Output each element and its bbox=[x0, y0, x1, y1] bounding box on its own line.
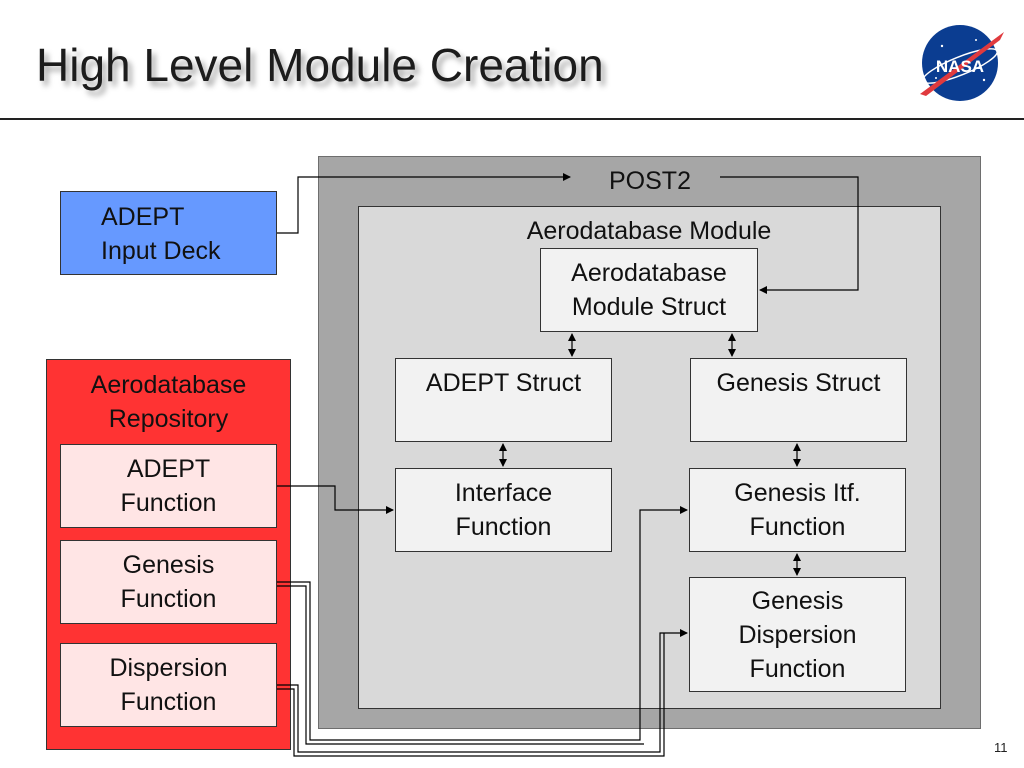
connector-genesis-function-to-itf-outer bbox=[277, 506, 688, 741]
genesis-dispersion-function-box: Genesis Dispersion Function bbox=[689, 577, 906, 692]
repository-item-label: Dispersion Function bbox=[109, 654, 228, 716]
genesis-itf-function-label: Genesis Itf. Function bbox=[734, 479, 861, 541]
adept-struct-label: ADEPT Struct bbox=[425, 369, 582, 397]
genesis-struct-box: Genesis Struct bbox=[690, 358, 907, 442]
connector-adept-function-to-interface bbox=[277, 485, 394, 514]
interface-function-box: Interface Function bbox=[395, 468, 612, 552]
repository-item-label: Genesis Function bbox=[120, 551, 217, 613]
connector-genesis-function-to-itf-inner bbox=[277, 585, 644, 745]
connector-post2-to-module-struct bbox=[720, 176, 859, 294]
genesis-itf-function-box: Genesis Itf. Function bbox=[689, 468, 906, 552]
slide-title: High Level Module Creation bbox=[36, 39, 604, 91]
title-divider bbox=[0, 118, 1024, 120]
adept-input-deck-label: ADEPT Input Deck bbox=[101, 203, 221, 265]
genesis-dispersion-function-label: Genesis Dispersion Function bbox=[738, 587, 857, 683]
repository-item-genesis-function: Genesis Function bbox=[60, 540, 277, 624]
interface-function-label: Interface Function bbox=[454, 479, 553, 541]
connector-input-deck-to-post2 bbox=[277, 173, 571, 234]
repository-item-label: ADEPT Function bbox=[120, 455, 217, 517]
connector-dispersion-to-genesis-dispersion-inner bbox=[277, 633, 665, 757]
adept-struct-box: ADEPT Struct bbox=[395, 358, 612, 442]
aerodatabase-module-label: Aerodatabase Module bbox=[526, 217, 772, 245]
aerodatabase-module-struct-box: Aerodatabase Module Struct bbox=[540, 248, 758, 332]
repository-item-dispersion-function: Dispersion Function bbox=[60, 643, 277, 727]
aerodatabase-module-struct-label: Aerodatabase Module Struct bbox=[571, 259, 727, 321]
post2-label: POST2 bbox=[609, 167, 691, 195]
genesis-struct-label: Genesis Struct bbox=[716, 369, 881, 397]
page-number: 11 bbox=[994, 740, 1008, 755]
svg-text:NASA: NASA bbox=[936, 57, 984, 76]
aerodatabase-repository-label: Aerodatabase Repository bbox=[90, 371, 247, 433]
connector-dispersion-to-genesis-dispersion-outer bbox=[277, 629, 688, 753]
repository-item-adept-function: ADEPT Function bbox=[60, 444, 277, 528]
adept-input-deck-box: ADEPT Input Deck bbox=[60, 191, 277, 275]
nasa-logo: NASA bbox=[920, 25, 1004, 101]
